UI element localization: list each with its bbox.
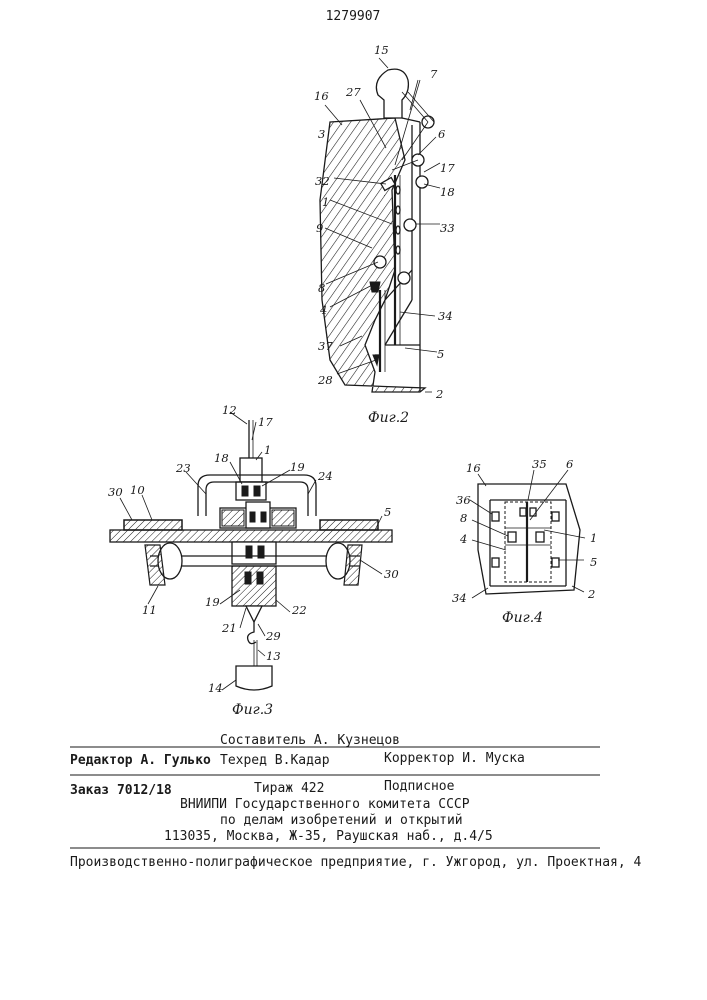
imprint-editor: Редактор А. Гулько [70,753,211,768]
svg-text:30: 30 [384,567,399,581]
svg-text:22: 22 [291,603,307,617]
svg-text:19: 19 [290,460,305,474]
svg-text:3: 3 [318,127,325,141]
svg-text:32: 32 [315,174,330,188]
svg-text:16: 16 [466,461,481,475]
svg-text:4: 4 [319,303,327,317]
svg-text:8: 8 [460,511,467,525]
svg-text:1: 1 [590,531,597,545]
svg-text:5: 5 [590,555,597,569]
imprint-subscription: Подписное [384,779,455,794]
figure-3-caption: Фиг.3 [232,702,273,718]
svg-text:2: 2 [587,587,595,601]
svg-text:37: 37 [318,339,333,353]
svg-text:10: 10 [130,483,145,497]
figure-2-drawing [320,58,440,392]
svg-text:6: 6 [566,457,573,471]
svg-text:13: 13 [266,649,281,663]
svg-text:29: 29 [265,629,281,643]
svg-text:34: 34 [438,309,453,323]
imprint-org-line2: по делам изобретений и открытий [220,813,463,828]
svg-text:33: 33 [440,221,455,235]
svg-text:7: 7 [430,67,438,81]
imprint-order: Заказ 7012/18 [70,783,172,798]
svg-text:23: 23 [175,461,191,475]
svg-text:17: 17 [258,415,273,429]
figure-4-drawing [470,470,585,598]
svg-text:28: 28 [317,373,333,387]
svg-text:34: 34 [452,591,467,605]
figure-4-caption: Фиг.4 [502,610,543,626]
imprint-compiler: Составитель А. Кузнецов [220,733,400,748]
svg-text:18: 18 [440,185,455,199]
svg-text:18: 18 [214,451,229,465]
imprint-corrector: Корректор И. Муска [384,751,525,766]
svg-text:19: 19 [205,595,220,609]
svg-text:1: 1 [322,195,329,209]
svg-text:9: 9 [316,221,323,235]
svg-text:24: 24 [317,469,333,483]
imprint-address: 113035, Москва, Ж-35, Раушская наб., д.4… [164,829,493,844]
svg-text:16: 16 [314,89,329,103]
figure-3-drawing [110,412,392,690]
figure-4-labels: 16 35 6 36 8 1 4 5 34 2 [452,457,597,605]
svg-text:30: 30 [108,485,123,499]
imprint-circulation: Тираж 422 [254,781,324,796]
svg-text:5: 5 [437,347,444,361]
svg-text:8: 8 [318,281,325,295]
svg-text:17: 17 [440,161,455,175]
svg-text:35: 35 [532,457,547,471]
imprint-org-line1: ВНИИПИ Государственного комитета СССР [180,797,470,812]
svg-text:21: 21 [221,621,237,635]
svg-text:11: 11 [142,603,157,617]
svg-text:36: 36 [456,493,471,507]
svg-text:14: 14 [208,681,223,695]
svg-text:5: 5 [384,505,391,519]
imprint-techred: Техред В.Кадар [220,753,330,768]
svg-text:4: 4 [459,532,467,546]
svg-text:6: 6 [438,127,445,141]
patent-number: 1279907 [326,9,381,24]
svg-text:2: 2 [435,387,443,401]
svg-text:12: 12 [222,403,237,417]
svg-text:1: 1 [264,443,271,457]
imprint-printer: Производственно-полиграфическое предприя… [70,855,642,870]
figure-2-caption: Фиг.2 [368,410,409,426]
svg-text:27: 27 [345,85,361,99]
svg-text:15: 15 [374,43,389,57]
